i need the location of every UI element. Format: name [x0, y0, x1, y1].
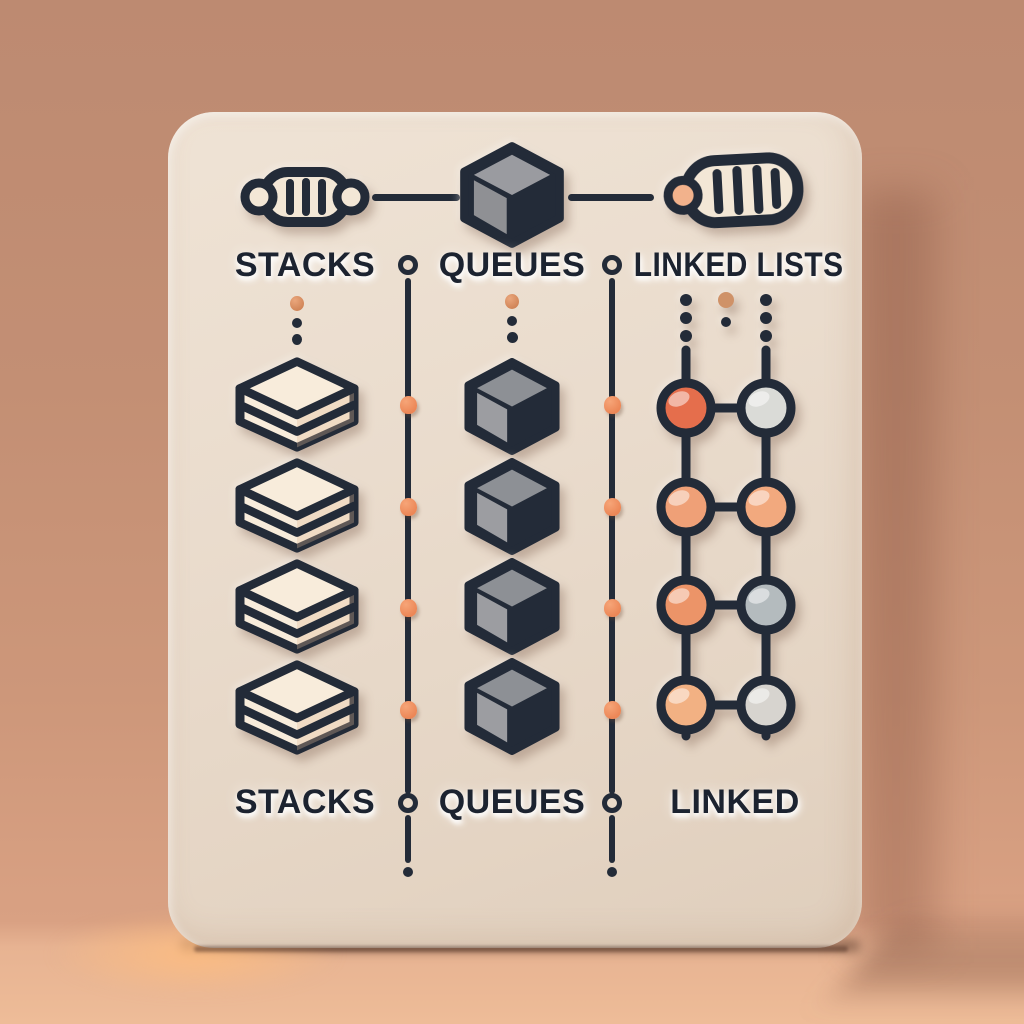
- linked-node: [736, 378, 796, 438]
- separator-line-tail: [405, 815, 411, 863]
- ellipsis-dot-orange: [718, 292, 734, 308]
- separator-orange-dot: [400, 396, 417, 414]
- separator-orange-dot: [604, 599, 621, 618]
- separator-ring: [602, 793, 622, 813]
- separator-orange-dot: [400, 700, 417, 719]
- ellipsis-dot: [292, 318, 302, 328]
- separator-line: [405, 278, 411, 794]
- linked-node: [736, 675, 796, 735]
- cube-icon: [464, 558, 560, 655]
- separator-ring: [602, 255, 622, 275]
- separator-end-dot: [607, 867, 617, 877]
- ellipsis-dot: [290, 296, 304, 311]
- stacks-items: [231, 356, 363, 755]
- separator-line: [609, 278, 615, 794]
- linked-node: [656, 477, 716, 537]
- separator-ring: [398, 255, 418, 275]
- stack-icon: [235, 357, 359, 452]
- separator-orange-dot: [400, 497, 417, 516]
- linked-node: [656, 378, 716, 438]
- separator-orange-dot: [604, 497, 621, 516]
- linked-node: [736, 575, 796, 635]
- linked-list-diagram: [656, 292, 796, 741]
- separator-orange-dot: [400, 599, 417, 618]
- cube-icon: [464, 658, 560, 755]
- card-side-shadow: [856, 190, 936, 950]
- separator-orange-dot: [604, 396, 621, 414]
- cube-icon: [460, 142, 564, 248]
- cube-icon: [464, 458, 560, 555]
- linked-node: [656, 575, 716, 635]
- cube-icon: [464, 358, 560, 455]
- footer-linked-label: LINKED: [670, 783, 800, 821]
- stack-icon: [235, 660, 359, 755]
- footer-queues-label: QUEUES: [438, 783, 586, 821]
- separator-line-tail: [609, 815, 615, 863]
- sep-dots-b: [604, 396, 621, 719]
- separator-ring: [398, 793, 418, 813]
- sep-dots-a: [400, 396, 417, 719]
- striped-capsule-icon: [663, 152, 804, 229]
- link-line-right: [568, 194, 654, 201]
- stack-icon: [235, 559, 359, 654]
- header-stacks-label: STACKS: [234, 246, 376, 284]
- link-line-left: [372, 194, 460, 201]
- linked-node: [656, 675, 716, 735]
- ellipsis-dot: [505, 294, 519, 309]
- card: STACKS QUEUES LINKED LISTS: [168, 112, 862, 948]
- header-queues-label: QUEUES: [438, 246, 586, 284]
- ellipsis-dot: [292, 334, 302, 345]
- linked-node: [736, 477, 796, 537]
- header-linked-label: LINKED LISTS: [633, 246, 844, 284]
- capsule-node-dot: [663, 175, 703, 215]
- queues-items: [460, 358, 564, 755]
- ellipsis-dot: [507, 316, 517, 326]
- separator-end-dot: [403, 867, 413, 877]
- ellipsis-dot: [507, 332, 518, 343]
- footer-stacks-label: STACKS: [234, 783, 376, 821]
- striped-capsule-icon: [240, 167, 370, 227]
- separator-orange-dot: [604, 700, 621, 719]
- stack-icon: [235, 458, 359, 553]
